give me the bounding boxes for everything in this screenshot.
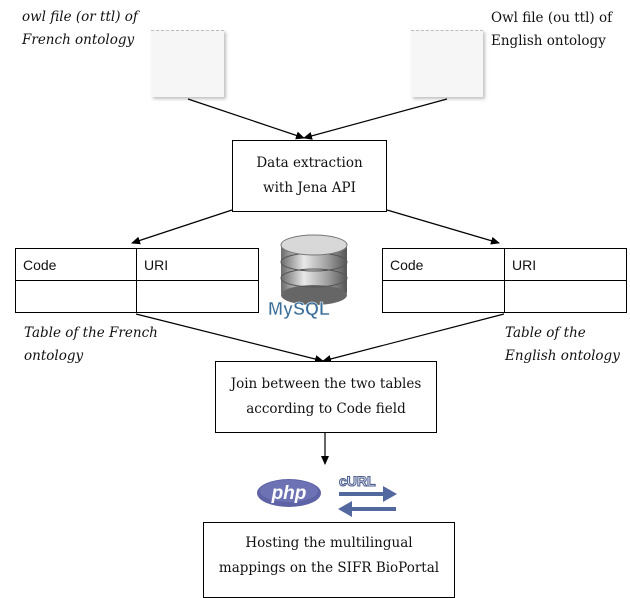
english-table-caption-line2: English ontology bbox=[505, 348, 620, 364]
arrow-french-to-extraction bbox=[187, 98, 305, 140]
owl-french-label: owl file (or ttl) of French ontology bbox=[22, 6, 138, 52]
owl-english-label-line1: Owl file (ou ttl) of bbox=[491, 10, 613, 26]
table-header-uri: URI bbox=[504, 248, 627, 281]
data-extraction-line2: with Jena API bbox=[263, 180, 356, 196]
french-table-caption-line1: Table of the French bbox=[24, 325, 158, 341]
owl-french-label-line2: French ontology bbox=[22, 32, 135, 48]
arrow-french-table-to-join bbox=[135, 313, 324, 363]
document-icon bbox=[411, 30, 483, 97]
table-cell bbox=[504, 280, 627, 313]
php-text: php bbox=[271, 483, 307, 504]
owl-french-label-line1: owl file (or ttl) of bbox=[22, 9, 138, 25]
table-row bbox=[382, 280, 627, 313]
table-cell bbox=[15, 280, 137, 313]
hosting-box: Hosting the multilingual mappings on the… bbox=[203, 522, 455, 598]
arrow-english-to-extraction bbox=[303, 98, 448, 140]
sync-arrows-icon bbox=[338, 486, 397, 517]
php-logo: php bbox=[257, 479, 321, 507]
owl-english-label-line2: English ontology bbox=[491, 33, 606, 49]
curl-logo: cURL bbox=[338, 472, 397, 517]
english-table-caption: Table of the English ontology bbox=[505, 322, 620, 368]
table-cell bbox=[136, 280, 259, 313]
owl-english-label: Owl file (ou ttl) of English ontology bbox=[491, 7, 612, 53]
arrow-english-table-to-join bbox=[322, 313, 505, 363]
document-icon bbox=[151, 30, 224, 97]
database-icon bbox=[280, 234, 348, 305]
curl-text: cURL bbox=[339, 473, 376, 489]
french-table-caption: Table of the French ontology bbox=[24, 322, 158, 368]
english-table: Code URI bbox=[382, 248, 627, 313]
join-line2: according to Code field bbox=[246, 401, 406, 417]
join-line1: Join between the two tables bbox=[230, 376, 422, 392]
french-table-caption-line2: ontology bbox=[24, 348, 84, 364]
english-table-caption-line1: Table of the bbox=[505, 325, 586, 341]
data-extraction-line1: Data extraction bbox=[256, 155, 363, 171]
french-table: Code URI bbox=[15, 248, 259, 313]
join-box: Join between the two tables according to… bbox=[215, 361, 437, 433]
hosting-line1: Hosting the multilingual bbox=[245, 535, 413, 551]
data-extraction-box: Data extraction with Jena API bbox=[232, 140, 387, 212]
arrow-extraction-to-english-table bbox=[386, 209, 500, 245]
table-header-uri: URI bbox=[136, 248, 259, 281]
hosting-line2: mappings on the SIFR BioPortal bbox=[218, 560, 440, 576]
mysql-text: MySQL bbox=[268, 299, 330, 319]
table-row bbox=[15, 280, 259, 313]
arrow-extraction-to-french-table bbox=[131, 209, 233, 245]
